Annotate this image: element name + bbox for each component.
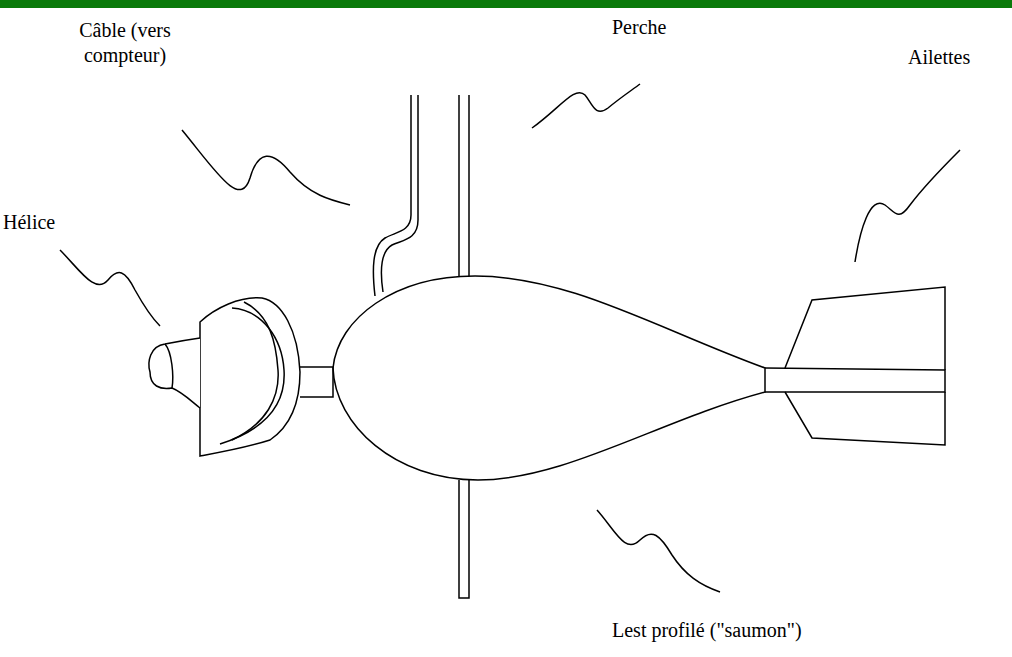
part-label: Lest profilé ("saumon"): [612, 618, 802, 643]
part-label: Câble (vers compteur): [55, 18, 195, 68]
part-label: Hélice: [3, 210, 55, 235]
propeller: [149, 298, 300, 456]
tail-shaft: [765, 368, 945, 392]
top-band: [0, 0, 1012, 8]
ballast-body: [333, 276, 765, 480]
leader-lines: [60, 84, 960, 592]
part-label: Ailettes: [908, 45, 970, 70]
cable: [373, 95, 418, 296]
fin-lower: [785, 392, 945, 445]
fin-upper: [785, 287, 945, 370]
part-label: Perche: [612, 15, 666, 40]
